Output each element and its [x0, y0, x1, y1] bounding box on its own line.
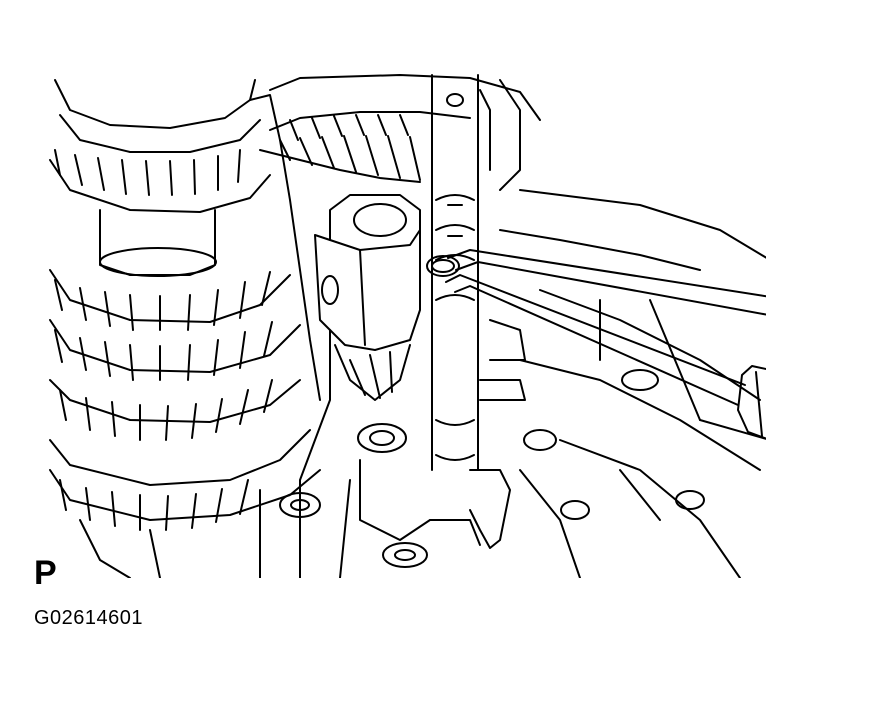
view-letter: P	[34, 554, 57, 592]
transmission-case	[259, 189, 766, 578]
snap-ring-pliers	[445, 249, 766, 440]
snap-ring	[426, 255, 460, 277]
figure-code: G02614601	[34, 607, 144, 629]
countershaft-gear-cluster	[49, 79, 321, 578]
main-gear	[259, 74, 541, 191]
shift-head	[314, 194, 421, 401]
